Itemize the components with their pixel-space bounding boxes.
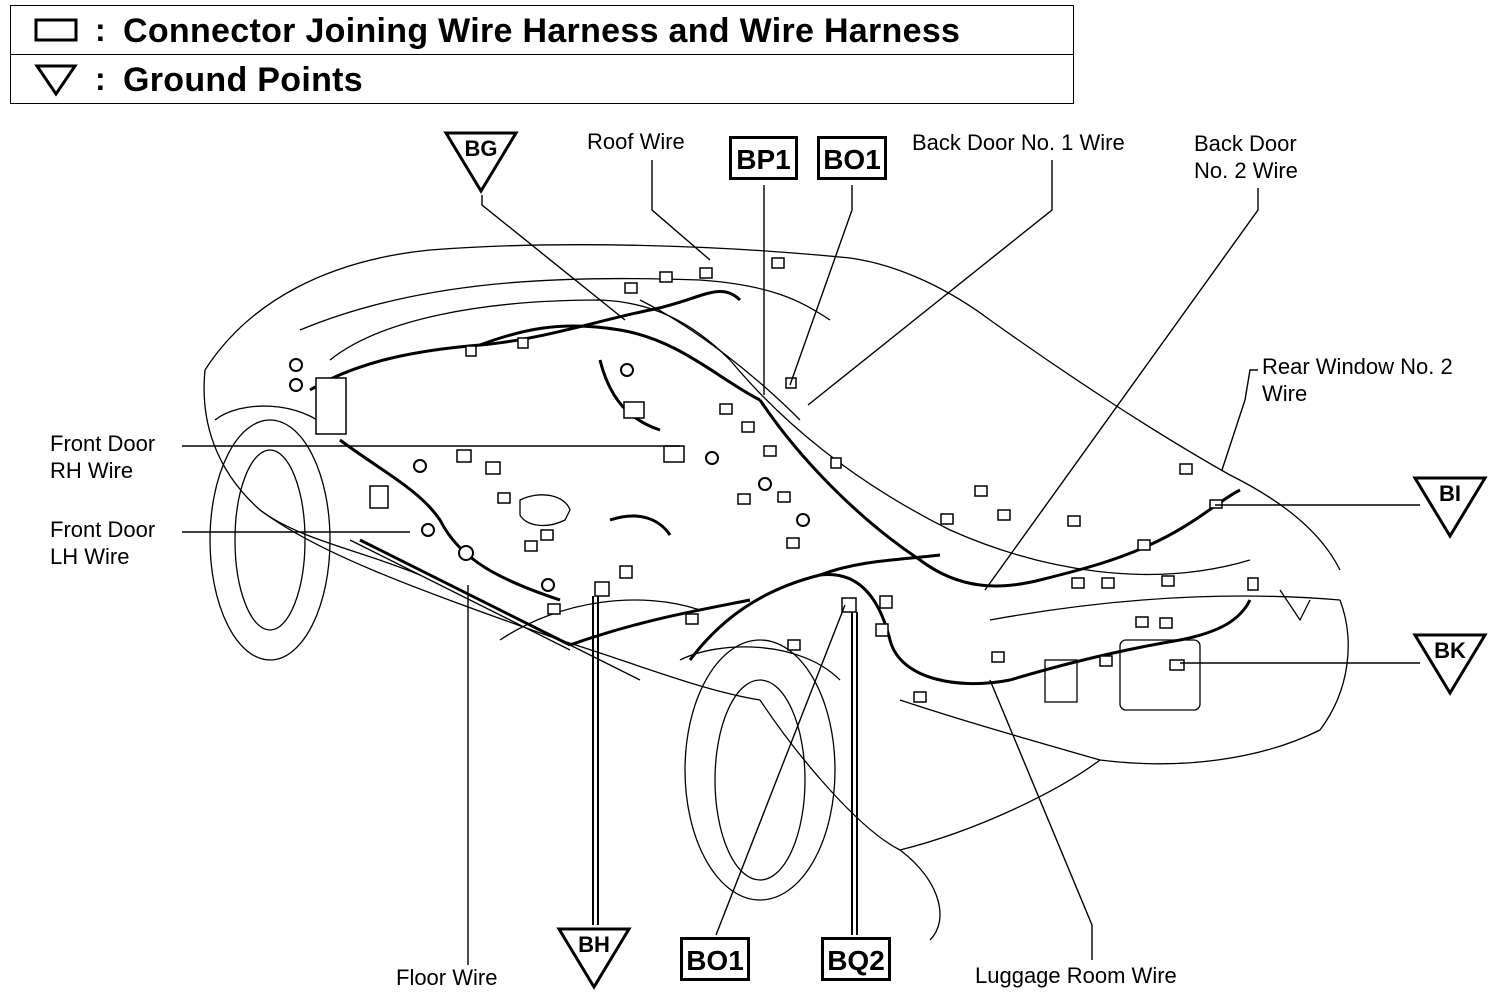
connector-bq2: BQ2 xyxy=(821,937,891,981)
legend-colon: : xyxy=(95,61,106,97)
ground-point-bh: BH xyxy=(556,926,632,990)
roof-wire-label: Roof Wire xyxy=(587,129,685,154)
rear-window-no2-wire-label-line2: Wire xyxy=(1262,381,1308,406)
ground-triangle-icon xyxy=(443,131,519,194)
ground-point-bh-label: BH xyxy=(578,932,610,957)
legend-connector-text: Connector Joining Wire Harness and Wire … xyxy=(123,12,961,50)
legend-row-ground: : Ground Points xyxy=(11,55,1073,103)
ground-point-bg-label: BG xyxy=(464,136,498,161)
ground-point-bg: BG xyxy=(443,130,519,194)
back-door-no2-wire-label-line2: No. 2 Wire xyxy=(1194,158,1298,183)
wire-harness-paths xyxy=(309,290,1252,686)
connector-bo1-top: BO1 xyxy=(817,136,887,180)
harness-connectors xyxy=(315,257,1259,703)
connector-bo1-bottom: BO1 xyxy=(680,937,750,981)
front-door-rh-wire-label-line2: RH Wire xyxy=(50,458,134,483)
front-door-rh-wire-label-line1: Front Door xyxy=(50,431,156,456)
luggage-room-wire-label: Luggage Room Wire xyxy=(975,963,1177,988)
back-door-no2-wire-label-line1: Back Door xyxy=(1194,131,1297,156)
ground-symbol-icon xyxy=(34,64,78,97)
ground-triangle-icon xyxy=(1412,633,1488,696)
front-door-lh-wire-label-line1: Front Door xyxy=(50,517,156,542)
rear-window-no2-wire-label-line1: Rear Window No. 2 xyxy=(1262,354,1453,379)
car-body-outline xyxy=(203,244,1349,941)
ground-triangle-icon xyxy=(1412,476,1488,539)
connector-bp1: BP1 xyxy=(729,136,798,180)
ground-bolts xyxy=(289,358,810,592)
ground-point-bi: BI xyxy=(1412,475,1488,539)
legend-row-connector: : Connector Joining Wire Harness and Wir… xyxy=(11,6,1073,55)
ground-point-bi-label: BI xyxy=(1439,481,1461,506)
front-door-lh-wire-label-line2: LH Wire xyxy=(50,544,130,569)
legend-colon: : xyxy=(95,12,106,48)
legend-ground-text: Ground Points xyxy=(123,61,363,99)
ground-point-bk: BK xyxy=(1412,632,1488,696)
legend-box: : Connector Joining Wire Harness and Wir… xyxy=(10,5,1074,104)
leader-lines xyxy=(182,160,1420,965)
floor-wire-label: Floor Wire xyxy=(396,965,498,990)
ground-triangle-icon xyxy=(556,927,632,990)
back-door-no1-wire-label: Back Door No. 1 Wire xyxy=(912,130,1125,155)
connector-symbol-icon xyxy=(34,18,78,42)
ground-point-bk-label: BK xyxy=(1434,638,1466,663)
